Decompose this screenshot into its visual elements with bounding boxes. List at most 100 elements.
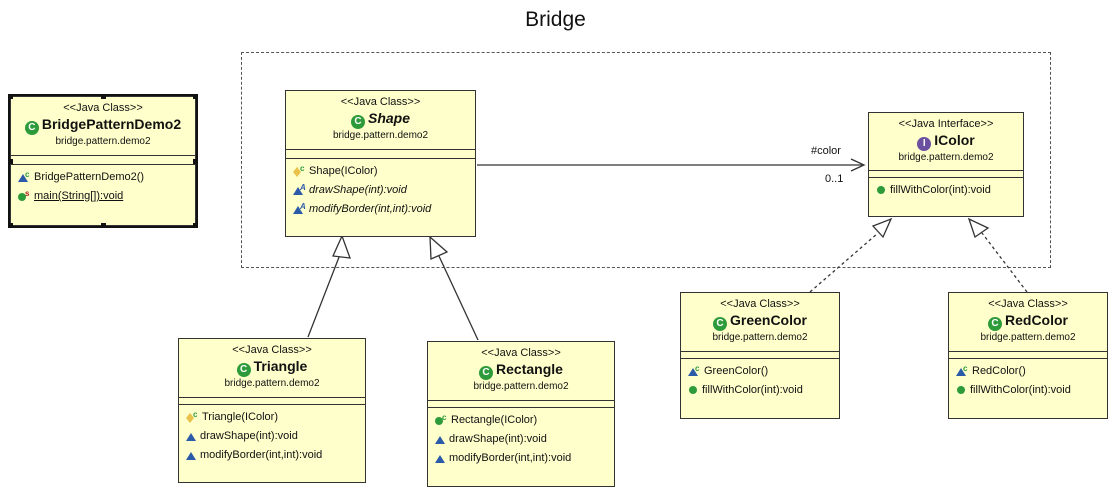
realization-arrowhead-red [967, 217, 990, 239]
svg-text:c: c [963, 365, 968, 373]
stereotype: <<Java Class>> [63, 102, 143, 114]
svg-text:c: c [25, 171, 30, 179]
package-method-icon [186, 433, 196, 442]
generalization-arrowhead-triangle [332, 234, 351, 259]
operation: drawShape(int):void [434, 430, 614, 449]
attributes-compartment [949, 351, 1107, 358]
class-icon: C [236, 363, 251, 377]
package-name: bridge.pattern.demo2 [55, 136, 151, 147]
operation: modifyBorder(int,int):void [434, 449, 614, 468]
realization-line-red [981, 232, 1028, 293]
class-icon: C [988, 317, 1002, 331]
class-name: Rectangle [496, 361, 563, 377]
attributes-compartment [869, 170, 1023, 177]
svg-text:s: s [25, 190, 30, 198]
class-name: BridgePatternDemo2 [41, 116, 182, 132]
package-method-icon [435, 455, 445, 464]
abstract-method-icon: A [293, 184, 306, 196]
stereotype: <<Java Class>> [988, 298, 1068, 310]
package-name: bridge.pattern.demo2 [898, 152, 994, 163]
diagram-title: Bridge [525, 8, 586, 31]
constructor-icon: c [18, 171, 30, 183]
class-name: GreenColor [729, 312, 807, 328]
class-icon: C [24, 121, 39, 135]
attributes-compartment [286, 149, 475, 158]
public-method-icon [689, 386, 697, 395]
class-icon: C [712, 317, 727, 331]
interface-icon: I [917, 137, 932, 151]
package-name: bridge.pattern.demo2 [332, 130, 429, 141]
protected-constructor-icon: c [186, 411, 198, 424]
package-method-icon [435, 436, 445, 445]
stereotype: <<Java Interface>> [898, 118, 994, 130]
stereotype: <<Java Class>> [481, 347, 561, 359]
package-name: bridge.pattern.demo2 [712, 332, 808, 343]
constructor-icon: c [688, 365, 700, 377]
association-arrowhead [850, 158, 866, 172]
svg-text:c: c [193, 411, 198, 419]
stereotype: <<Java Class>> [232, 344, 312, 356]
operation: fillWithColor(int):void [955, 381, 1107, 400]
generalization-line-triangle [307, 251, 342, 338]
association-multiplicity-label: 0..1 [825, 173, 844, 185]
class-name: Triangle [253, 358, 308, 374]
package-name: bridge.pattern.demo2 [473, 381, 569, 392]
association-role-label: #color [811, 145, 841, 157]
public-method-icon [877, 186, 885, 195]
attributes-compartment [11, 155, 195, 164]
package-name: bridge.pattern.demo2 [980, 332, 1076, 343]
realization-arrowhead-green [871, 217, 893, 239]
operations-compartment: fillWithColor(int):void [869, 177, 1023, 202]
public-method-icon [957, 386, 965, 395]
generalization-line-rectangle [437, 253, 479, 341]
constructor-icon: c [956, 365, 968, 377]
abstract-method-icon: A [293, 203, 306, 215]
protected-constructor-icon: c [293, 165, 305, 178]
class-name: Shape [367, 110, 410, 126]
attributes-compartment [179, 397, 365, 404]
svg-text:A: A [299, 184, 306, 192]
static-method-icon: s [18, 190, 30, 202]
realization-line-green [809, 232, 879, 293]
svg-text:c: c [300, 165, 305, 173]
attributes-compartment [681, 351, 839, 358]
operation: fillWithColor(int):void [875, 181, 1023, 200]
interface-name: IColor [934, 132, 975, 148]
package-name: bridge.pattern.demo2 [224, 378, 320, 389]
generalization-arrowhead-rectangle [429, 235, 449, 260]
operation: drawShape(int):void [185, 427, 365, 446]
svg-text:A: A [299, 203, 306, 211]
stereotype: <<Java Class>> [340, 96, 421, 108]
class-icon: C [479, 366, 494, 380]
package-method-icon [186, 452, 196, 461]
abstract-class-icon: C [350, 115, 365, 129]
public-constructor-icon: c [435, 414, 447, 426]
svg-text:c: c [695, 365, 700, 373]
operation: fillWithColor(int):void [687, 381, 839, 400]
svg-text:c: c [442, 414, 447, 422]
class-name: RedColor [1005, 312, 1068, 328]
